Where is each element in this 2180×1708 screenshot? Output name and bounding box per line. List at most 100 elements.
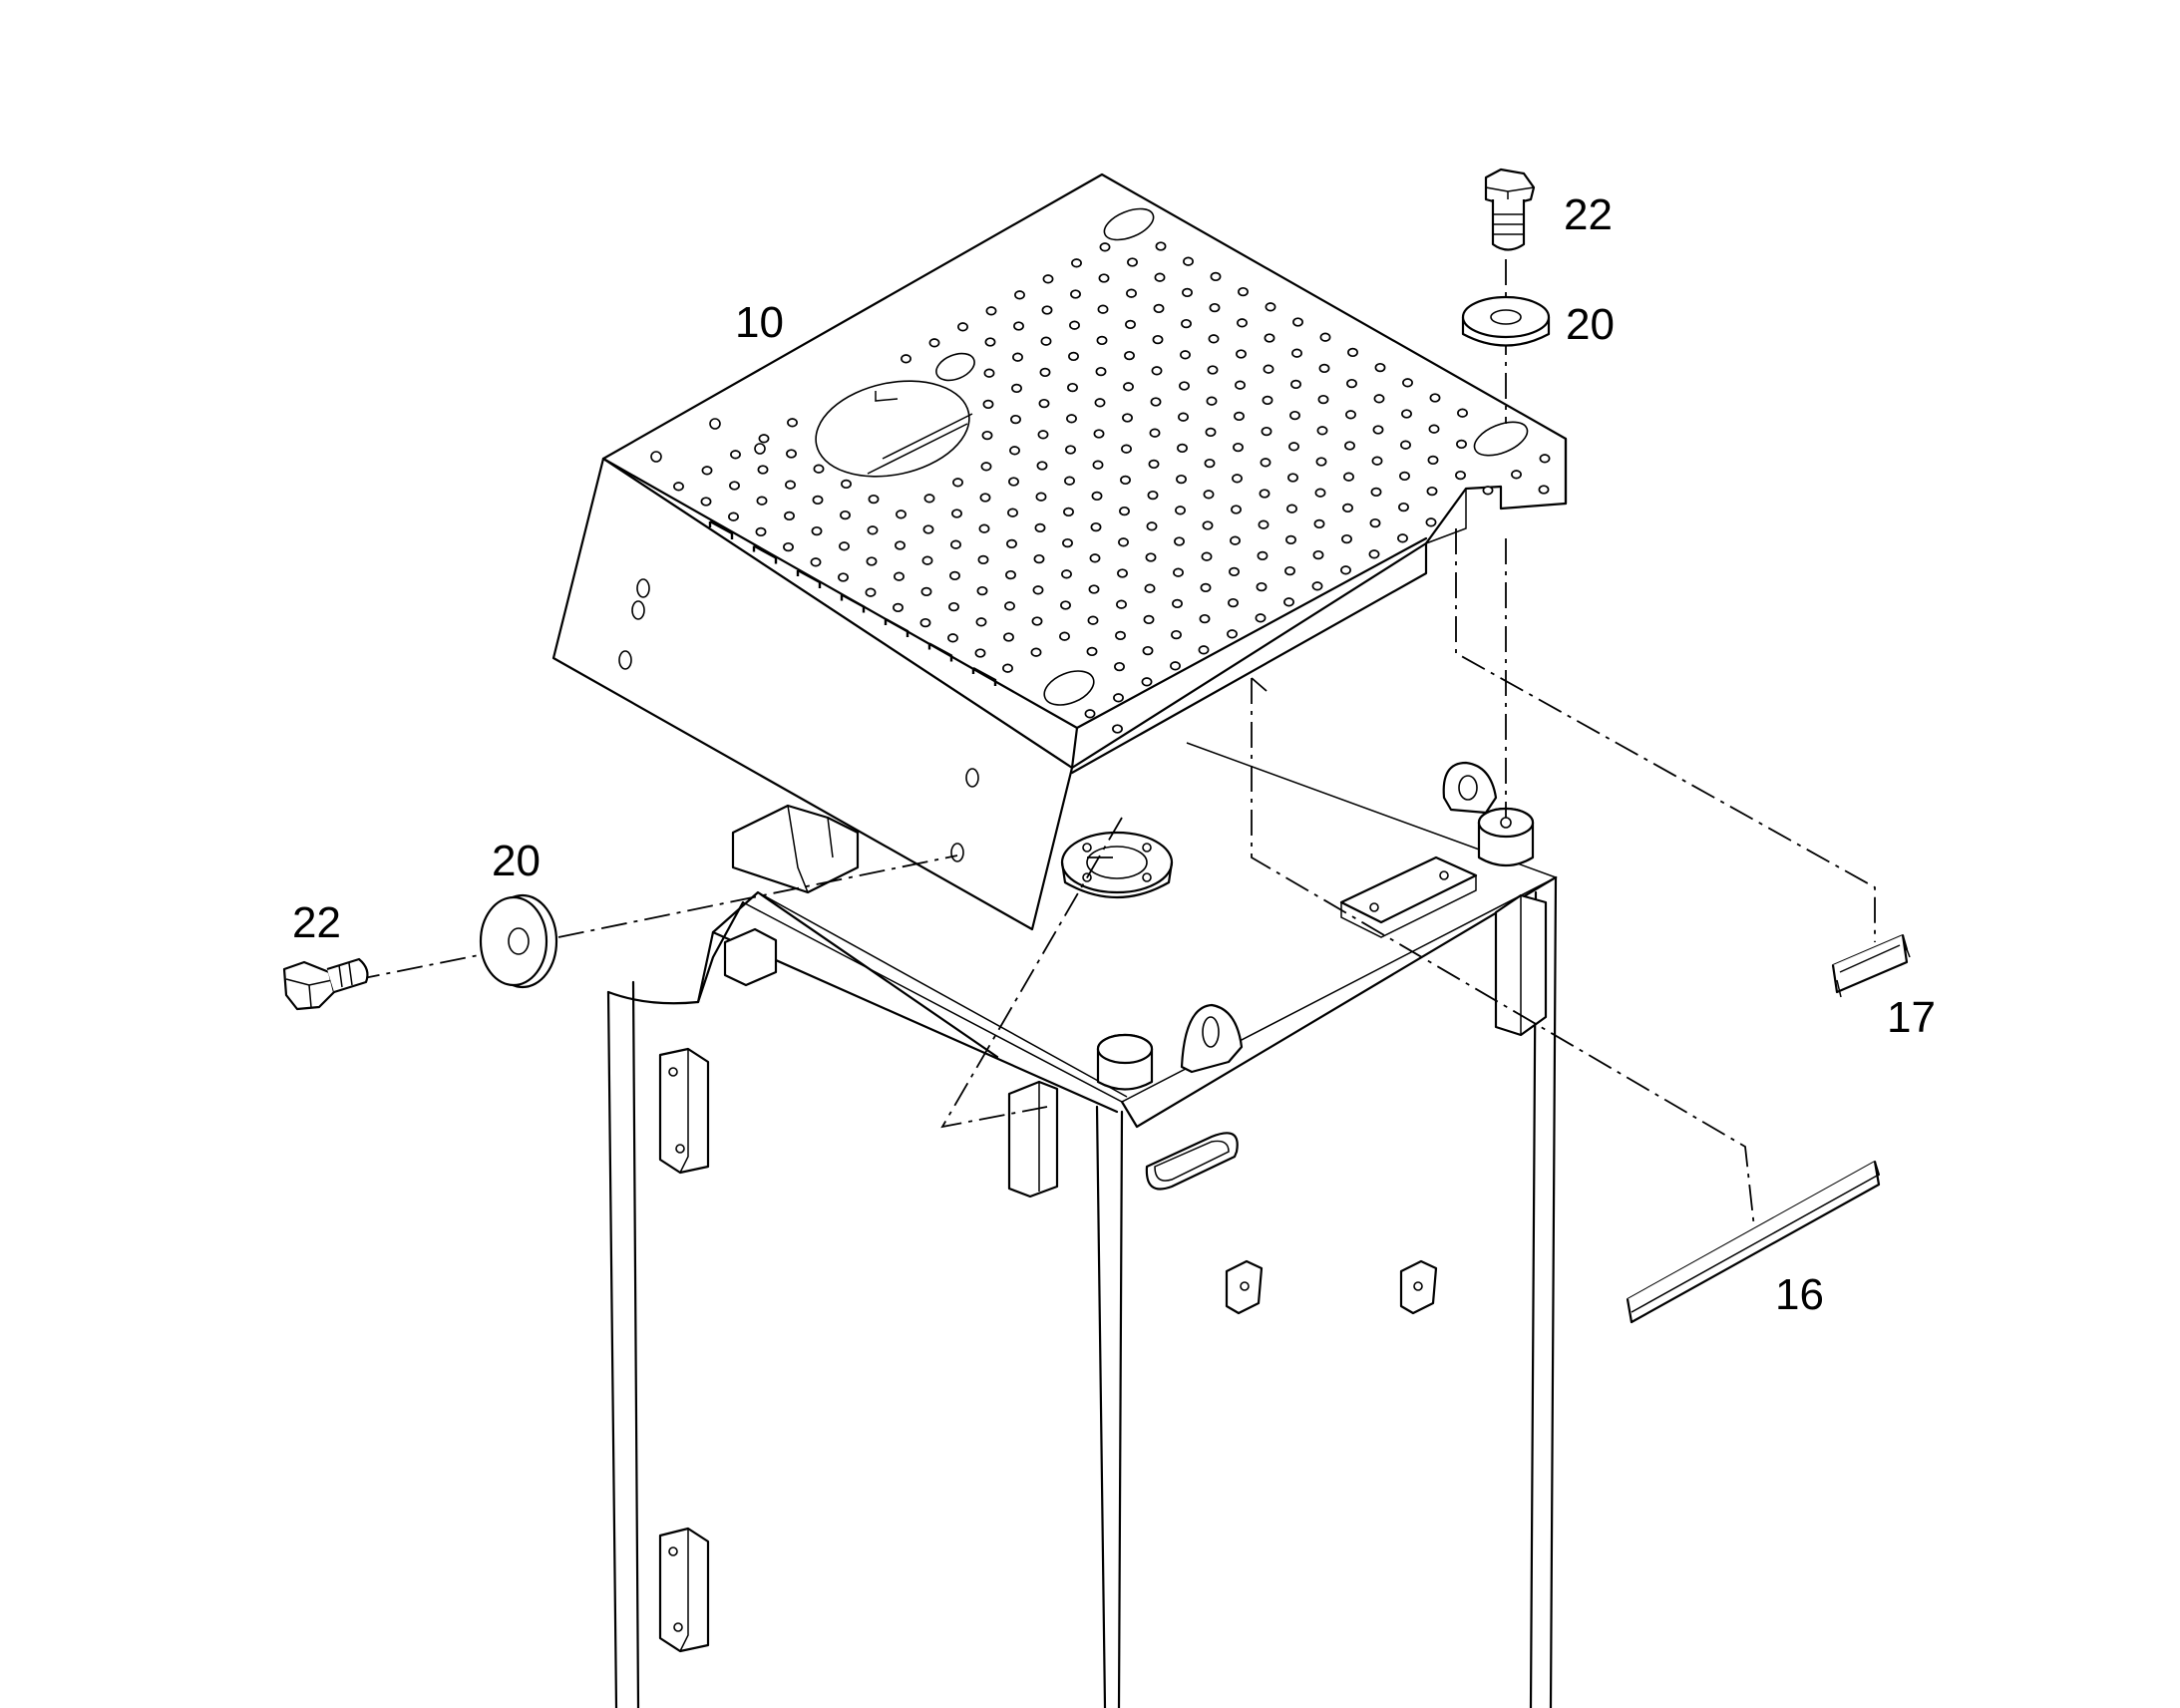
perforation-hole [1088,584,1100,594]
perforation-hole [1094,398,1106,408]
perforation-hole [1004,601,1015,611]
perforation-hole [978,523,990,533]
perforation-hole [758,434,770,444]
tank-body [606,742,1558,1708]
perforation-hole [1539,454,1551,464]
perforation-hole [728,512,739,521]
perforation-hole [919,617,931,628]
perforation-hole [1343,472,1354,482]
perforation-hole [1090,521,1102,532]
perforation-hole [866,556,878,566]
perforation-hole [1180,350,1191,360]
perforation-hole [813,464,825,474]
perforation-hole [950,539,961,549]
louvre-slot [840,593,866,613]
perforation-hole [1142,645,1154,656]
perforation-hole [1429,393,1441,403]
part-20-washer-left [479,893,558,989]
perforation-hole [1235,380,1246,390]
perforation-hole [1008,477,1019,487]
perforation-hole [1062,537,1073,548]
callout-20-top: 20 [1566,300,1615,349]
perforation-hole [1228,597,1239,608]
perforation-hole [1290,379,1301,390]
perforation-hole [784,511,795,521]
perforation-hole [1013,321,1024,331]
callout-17: 17 [1887,993,1936,1042]
perforation-hole [1261,426,1272,437]
perforation-hole [1203,490,1215,500]
perforation-hole [951,509,962,518]
perforation-hole [1231,505,1242,514]
perforation-hole [1400,440,1411,450]
perforation-hole [1059,631,1070,641]
perforation-hole [1182,287,1193,298]
perforation-hole [783,541,794,552]
perforation-hole [1061,569,1072,579]
perforation-hole [1070,289,1081,299]
perforation-hole [1258,519,1270,529]
perforation-hole [1285,534,1296,545]
perforation-hole [1237,318,1248,328]
perforation-hole [1152,334,1164,345]
perforation-hole [1096,335,1108,346]
callout-20-left: 20 [492,837,541,885]
perforation-hole [1097,304,1109,314]
perforation-hole [1036,461,1048,471]
perforation-hole [1264,333,1275,343]
perforation-hole [1033,553,1045,564]
perforation-hole [1265,302,1276,312]
perforation-hole [1316,426,1328,436]
perforation-hole [1283,597,1294,607]
perforation-hole [1229,566,1240,577]
perforation-hole [1120,475,1131,486]
perforation-hole [757,465,769,475]
perforation-hole [1344,441,1355,451]
perforation-hole [1369,517,1381,528]
perforation-hole [1122,413,1133,423]
perforation-hole [1014,290,1025,300]
perforation-hole [1315,457,1327,467]
perforation-hole [1511,470,1522,480]
perforation-hole [1084,709,1096,719]
perforation-hole [1003,632,1014,642]
perforation-hole [1154,272,1166,282]
perforation-hole [701,466,713,476]
perforation-hole [1092,460,1104,470]
perforation-hole [1125,319,1136,330]
perforation-hole [839,541,850,551]
perforation-hole [673,482,684,492]
perforation-hole [947,633,958,643]
perforation-hole [1317,394,1329,405]
perforation-hole [1427,455,1439,466]
perforation-hole [948,601,959,612]
perforation-hole [1146,521,1158,531]
perforation-hole [1064,476,1075,486]
perforation-hole [1114,661,1125,672]
perforation-hole [1063,507,1074,517]
cover-louvres [708,519,997,686]
perforation-hole [1117,568,1128,578]
perforation-hole [1234,411,1245,422]
perforation-hole [1095,366,1107,377]
callout-22-left: 22 [292,898,341,947]
perforation-hole [1183,256,1194,266]
perforation-hole [1030,647,1042,657]
perforation-hole [1455,470,1466,481]
perforation-hole [1238,286,1249,297]
perforation-hole [1089,553,1101,563]
perforation-hole [1086,646,1098,657]
perforation-hole [1233,442,1244,453]
perforation-hole [1287,473,1298,483]
perforation-hole [1342,503,1353,513]
perforation-hole [1145,552,1157,562]
part-22-bolt-top [1484,168,1536,251]
perforation-hole [1153,303,1165,314]
perforation-hole [865,587,877,597]
perforation-hole [1069,320,1080,330]
perforation-hole [1091,491,1103,502]
perforation-hole [1207,365,1219,375]
perforation-hole [983,368,995,378]
louvre-slot [971,666,997,686]
perforation-hole [1538,485,1550,495]
